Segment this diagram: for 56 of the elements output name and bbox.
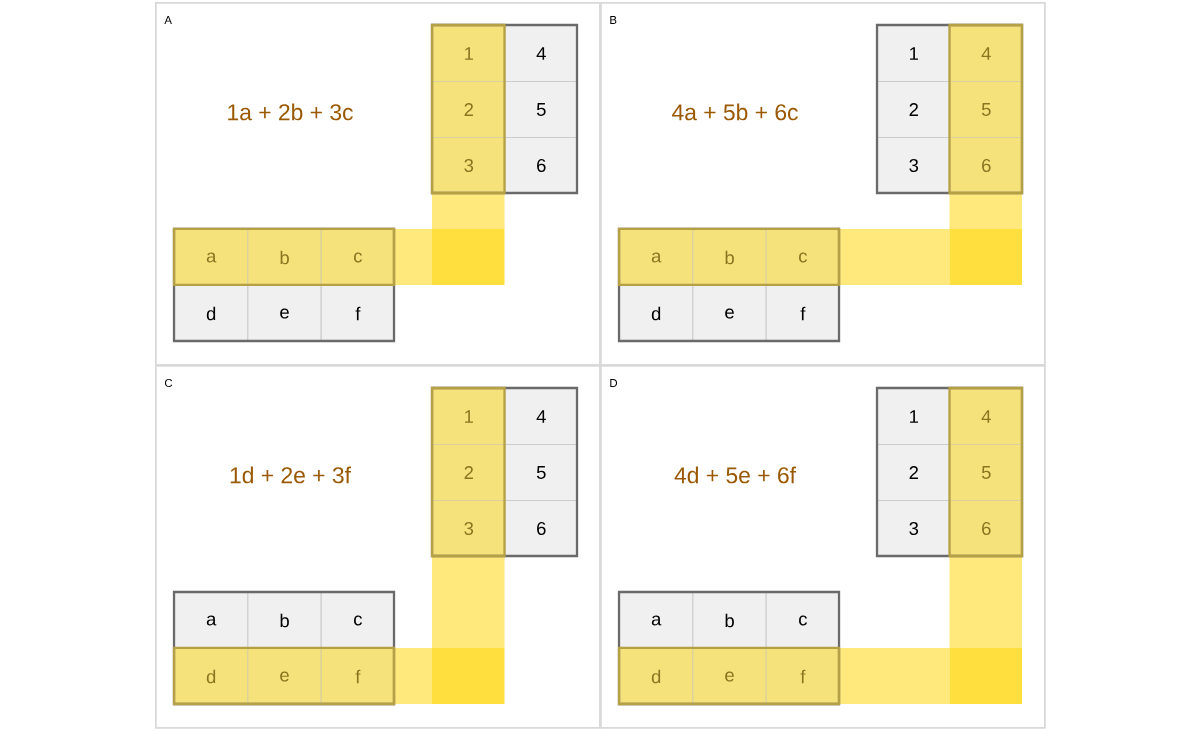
matrix-cell: b [247, 592, 322, 650]
matrix-cell: 6 [949, 137, 1024, 195]
matrix-cell: e [692, 285, 767, 343]
panel-letter: A [164, 16, 172, 24]
matrix-cell: 6 [504, 137, 579, 195]
matrix-cell: 4 [504, 388, 579, 446]
panel-letter: B [610, 16, 617, 24]
matrix-cell: f [765, 648, 841, 706]
matrix-cell: b [692, 229, 767, 287]
matrix-cell: 4 [949, 388, 1024, 446]
formula: 1d + 2e + 3f [230, 466, 351, 484]
matrix-cell: d [619, 648, 694, 706]
matrix-cell: 2 [432, 444, 506, 502]
matrix-cell: e [692, 648, 767, 706]
matrix-cell: d [174, 285, 249, 343]
matrix-cell: 2 [432, 81, 506, 139]
matrix-cell: b [247, 229, 322, 287]
matrix-cell: 2 [877, 444, 951, 502]
matrix-cell: 4 [949, 25, 1024, 83]
matrix-cell: a [174, 229, 249, 287]
matrix-cell: c [765, 229, 841, 287]
matrix-cell: 6 [949, 500, 1024, 558]
matrix-cell: c [765, 592, 841, 650]
matrix-cell: e [247, 285, 322, 343]
formula: 1a + 2b + 3c [228, 103, 353, 121]
matrix-cell: 5 [949, 444, 1024, 502]
matrix-cell: 5 [949, 81, 1024, 139]
matrix-cell: a [619, 229, 694, 287]
matrix-cell: 3 [877, 137, 951, 195]
matrix-cell: a [619, 592, 694, 650]
matrix-cell: 2 [877, 81, 951, 139]
matrix-cell: f [765, 285, 841, 343]
matrix-cell: 1 [432, 388, 506, 446]
panel-letter: C [164, 378, 173, 387]
matrix-cell: 5 [504, 444, 579, 502]
matrix-cell: 3 [432, 137, 506, 195]
matrix-cell: a [174, 592, 249, 650]
matrix-cell: d [174, 648, 249, 706]
matrix-cell: 1 [877, 388, 951, 446]
matrix-cell: c [320, 592, 396, 650]
matrix-cell: 6 [504, 500, 579, 558]
matrix-cell: f [320, 285, 396, 343]
matrix-cell: b [692, 592, 767, 650]
matrix-cell: 3 [432, 500, 506, 558]
matrix-cell: 3 [877, 500, 951, 558]
matrix-cell: 4 [504, 25, 579, 83]
formula: 4d + 5e + 6f [674, 466, 796, 484]
matrix-cell: 1 [877, 25, 951, 83]
matrix-cell: c [320, 229, 396, 287]
matrix-cell: 1 [432, 25, 506, 83]
matrix-cell: d [619, 285, 694, 343]
matrix-cell: f [320, 648, 396, 706]
matrix-cell: e [247, 648, 322, 706]
matrix-cell: 5 [504, 81, 579, 139]
panel-letter: D [610, 379, 618, 387]
formula: 4a + 5b + 6c [672, 103, 798, 121]
